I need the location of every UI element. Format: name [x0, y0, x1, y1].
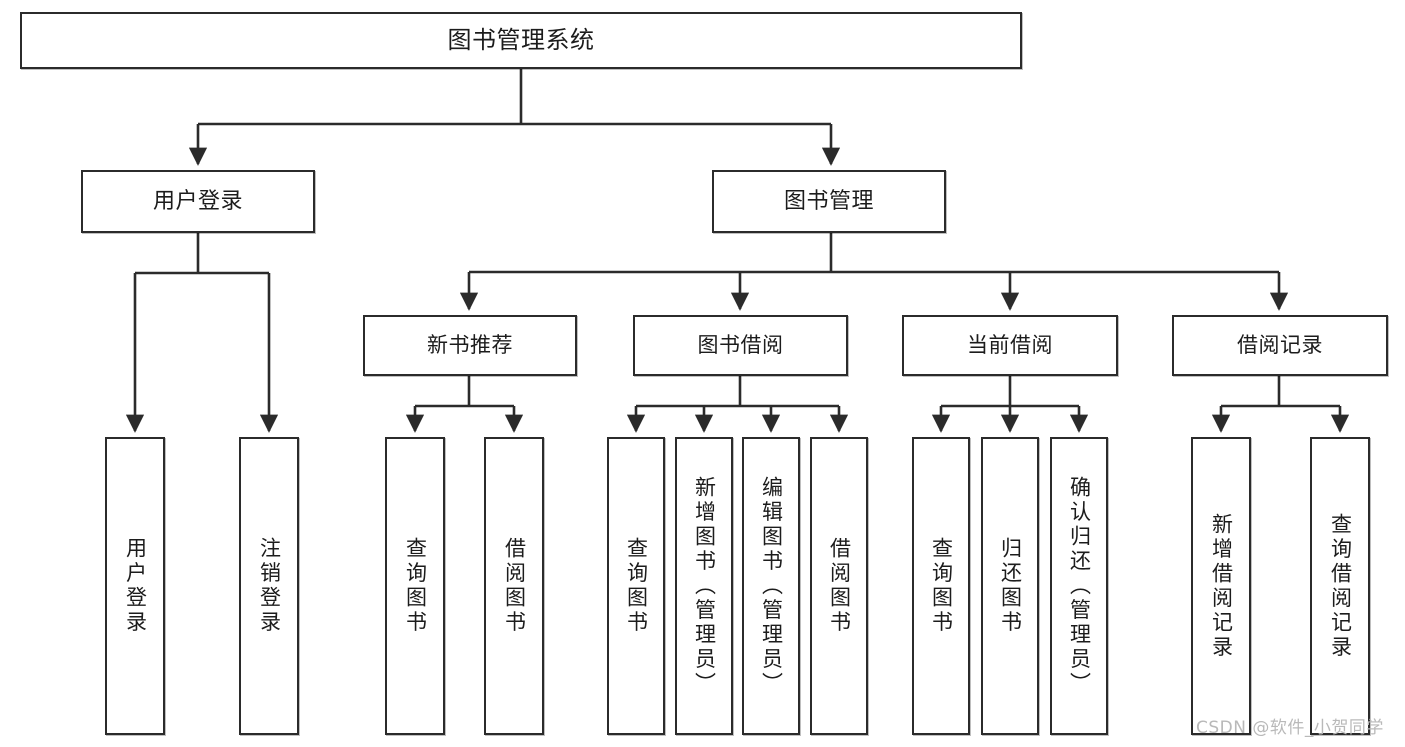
node-leaf-query-book-2[interactable]: 查询图书: [607, 437, 665, 735]
node-book-borrow[interactable]: 图书借阅: [633, 315, 848, 376]
node-current-borrow[interactable]: 当前借阅: [902, 315, 1118, 376]
node-root-label: 图书管理系统: [447, 26, 595, 55]
node-user-login-label: 用户登录: [152, 188, 243, 214]
node-leaf-user-login-label: 用户登录: [123, 537, 148, 635]
node-new-book-recommend[interactable]: 新书推荐: [363, 315, 577, 376]
watermark: CSDN @软件_小贺同学: [1196, 718, 1384, 738]
node-leaf-confirm-return[interactable]: 确认归还（管理员）: [1050, 437, 1108, 735]
node-leaf-query-record[interactable]: 查询借阅记录: [1310, 437, 1370, 735]
node-leaf-add-book-label: 新增图书（管理员）: [692, 475, 717, 697]
node-book-borrow-label: 图书借阅: [697, 333, 784, 358]
node-leaf-user-login[interactable]: 用户登录: [105, 437, 165, 735]
node-leaf-add-book[interactable]: 新增图书（管理员）: [675, 437, 733, 735]
node-leaf-borrow-book-2-label: 借阅图书: [827, 537, 852, 635]
node-current-borrow-label: 当前借阅: [967, 333, 1053, 358]
node-leaf-borrow-book-1[interactable]: 借阅图书: [484, 437, 544, 735]
node-leaf-borrow-book-2[interactable]: 借阅图书: [810, 437, 868, 735]
node-borrow-record-label: 借阅记录: [1237, 333, 1323, 358]
node-leaf-edit-book[interactable]: 编辑图书（管理员）: [742, 437, 800, 735]
node-leaf-return-book-label: 归还图书: [998, 537, 1023, 635]
node-leaf-query-book-1-label: 查询图书: [403, 537, 428, 635]
node-leaf-query-record-label: 查询借阅记录: [1328, 512, 1353, 660]
node-leaf-return-book[interactable]: 归还图书: [981, 437, 1039, 735]
node-leaf-edit-book-label: 编辑图书（管理员）: [759, 475, 784, 697]
node-borrow-record[interactable]: 借阅记录: [1172, 315, 1388, 376]
node-book-manage[interactable]: 图书管理: [712, 170, 946, 233]
node-leaf-confirm-return-label: 确认归还（管理员）: [1067, 475, 1092, 697]
node-leaf-query-book-2-label: 查询图书: [624, 537, 649, 635]
node-leaf-logout-login[interactable]: 注销登录: [239, 437, 299, 735]
node-leaf-query-book-3[interactable]: 查询图书: [912, 437, 970, 735]
node-leaf-add-record-label: 新增借阅记录: [1209, 512, 1234, 660]
node-leaf-add-record[interactable]: 新增借阅记录: [1191, 437, 1251, 735]
node-root[interactable]: 图书管理系统: [20, 12, 1022, 69]
node-user-login[interactable]: 用户登录: [81, 170, 315, 233]
node-new-book-recommend-label: 新书推荐: [427, 333, 513, 358]
node-leaf-query-book-1[interactable]: 查询图书: [385, 437, 445, 735]
node-leaf-query-book-3-label: 查询图书: [929, 537, 954, 635]
node-book-manage-label: 图书管理: [783, 188, 874, 214]
node-leaf-borrow-book-1-label: 借阅图书: [502, 537, 527, 635]
node-leaf-logout-login-label: 注销登录: [257, 537, 282, 635]
